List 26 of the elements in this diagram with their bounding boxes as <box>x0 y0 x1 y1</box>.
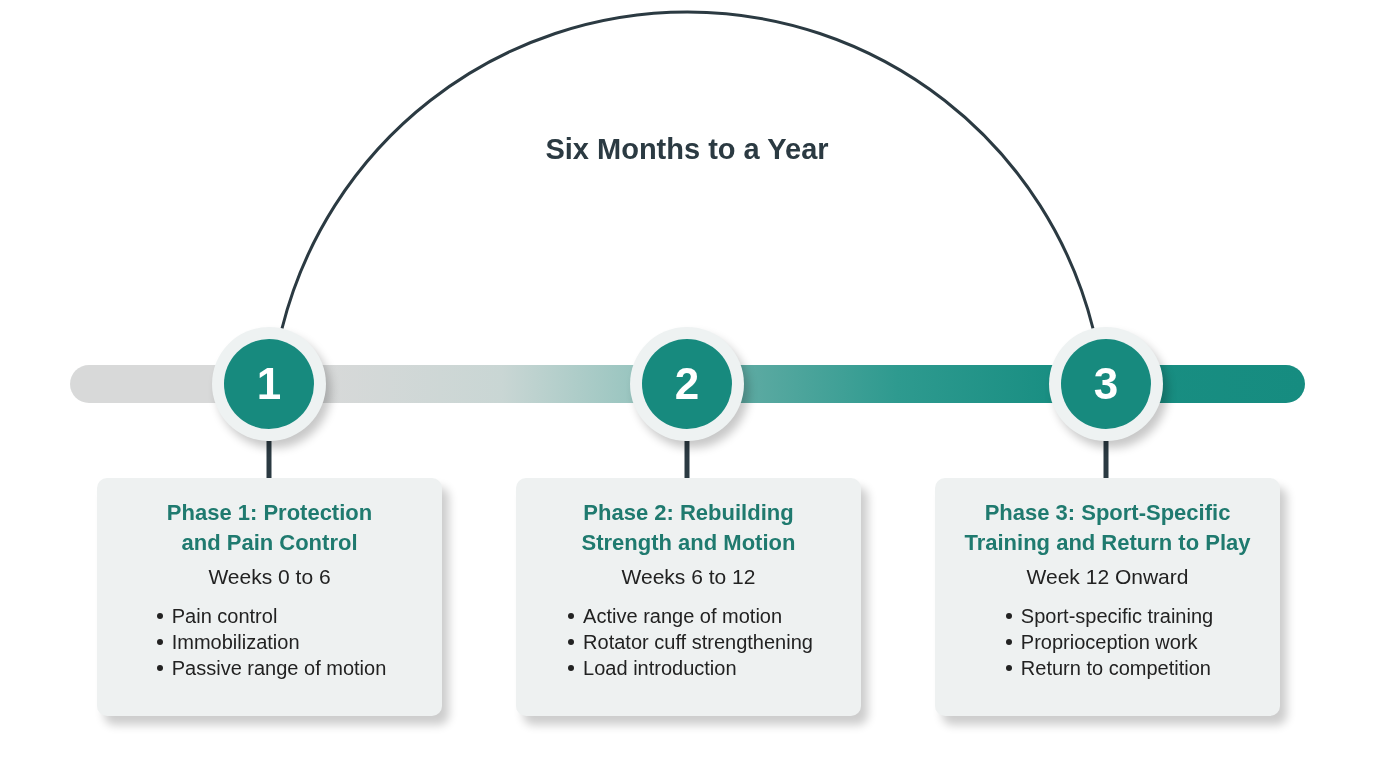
step-number: 3 <box>1061 339 1151 429</box>
connector-line <box>684 441 690 478</box>
phase-card <box>935 478 1280 716</box>
connector-line <box>1103 441 1109 478</box>
step-number: 2 <box>642 339 732 429</box>
bullet-item: Proprioception work <box>1020 630 1198 655</box>
connector-line <box>266 441 272 478</box>
bullet-item: Passive range of motion <box>171 656 387 681</box>
bullet-item: Return to competition <box>1020 656 1211 681</box>
phase-title: Phase 3: Sport-Specific Training and Return to Play <box>963 499 1252 557</box>
phase-card <box>97 478 442 716</box>
bullet-item: Immobilization <box>171 630 300 655</box>
arc-connector <box>280 11 1095 329</box>
phase-card <box>516 478 861 716</box>
phase-dates: Weeks 0 to 6 <box>208 564 331 590</box>
bullet-item: Load introduction <box>583 656 737 681</box>
phase-dates: Week 12 Onward <box>1026 564 1189 590</box>
step-number: 1 <box>224 339 314 429</box>
bullet-item: Active range of motion <box>583 604 783 629</box>
bullet-item: Pain control <box>171 604 278 629</box>
phase-title: Phase 1: Protection and Pain Control <box>165 499 374 557</box>
duration-label: Six Months to a Year <box>545 132 829 167</box>
phase-title: Phase 2: Rebuilding Strength and Motion <box>580 499 797 557</box>
phase-dates: Weeks 6 to 12 <box>621 564 756 590</box>
bullet-item: Rotator cuff strengthening <box>583 630 813 655</box>
bullet-item: Sport-specific training <box>1020 604 1214 629</box>
